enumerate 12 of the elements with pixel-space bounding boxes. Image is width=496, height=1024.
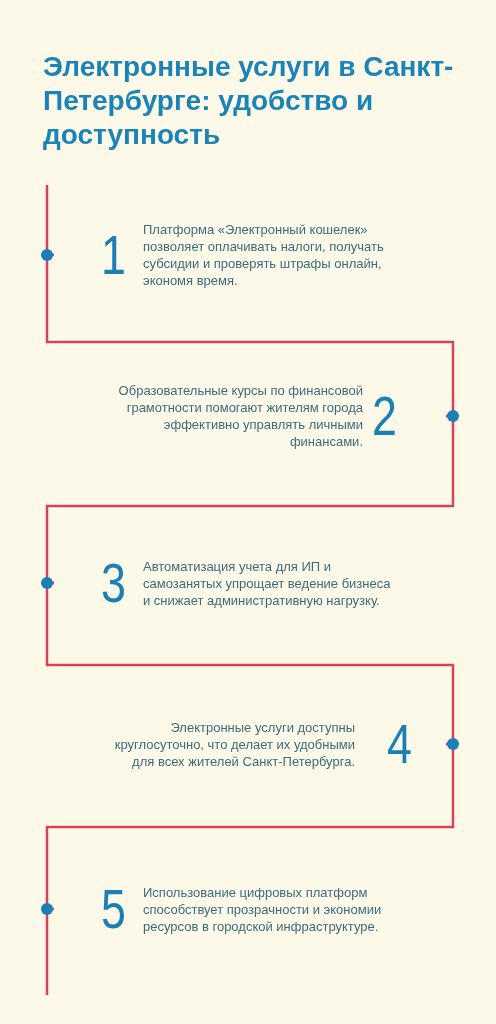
step-description: Автоматизация учета для ИП и самозанятых упрощает ведение бизнеса и снижает административную нагрузку. [143,557,392,609]
step-description: Использование цифровых платформ способствует прозрачности и экономии ресурсов в городской инфраструктуре. [143,883,383,935]
step-number: 3 [101,555,127,611]
step-number: 4 [387,716,413,772]
step-number: 5 [101,881,127,937]
step-number: 2 [372,388,398,444]
step-description: Образовательные курсы по финансовой грамотности помогают жителям города эффективно управлять личными финансами. [117,382,363,450]
title: Электронные услуги в Санкт-Петербурге: удобство и доступность [43,50,455,152]
timeline-line [45,742,455,911]
step-number: 1 [101,227,127,283]
step-description: Платформа «Электронный кошелек» позволяет оплачивать налоги, получать субсидии и проверять штрафы онлайн, экономя время. [143,221,385,289]
step-description: Электронные услуги доступны круглосуточно, что делает их удобными для всех жителей Санкт-Петербурга. [113,718,355,770]
